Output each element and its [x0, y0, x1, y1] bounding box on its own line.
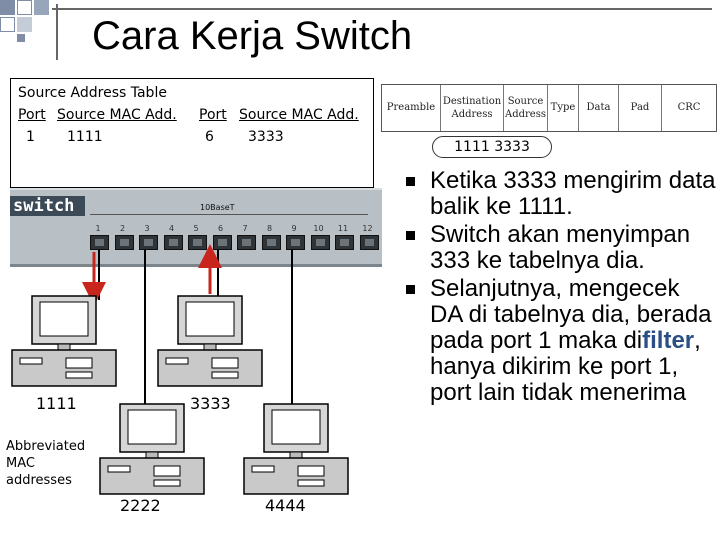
computer-label-2222: 2222	[120, 496, 161, 515]
corner-decoration	[0, 0, 80, 44]
bullet-square-icon	[406, 231, 415, 240]
bullet-item: Ketika 3333 mengirim data balik ke 1111.	[398, 168, 716, 220]
computer-label-4444: 4444	[265, 496, 306, 515]
port-number: 3	[144, 224, 150, 233]
abbreviation-note: Abbreviated MAC addresses	[6, 438, 85, 489]
frame-field: Destination Address	[441, 85, 504, 131]
port-number: 8	[266, 224, 273, 233]
switch-model: 10BaseT	[200, 203, 235, 212]
ethernet-port	[335, 235, 354, 250]
abbreviation-line: addresses	[6, 473, 72, 488]
computer-label-3333: 3333	[190, 394, 231, 413]
port-number: 12	[362, 224, 373, 233]
title-rule	[56, 4, 58, 60]
title-rule	[52, 8, 712, 10]
frame-field: Pad	[619, 85, 662, 131]
table-caption: Source Address Table	[18, 85, 167, 101]
ethernet-port	[359, 235, 379, 250]
ethernet-frame: Preamble Destination Address Source Addr…	[381, 84, 717, 132]
bullet-list: Ketika 3333 mengirim data balik ke 1111.…	[398, 168, 716, 408]
bullet-text: Selanjutnya, mengecek DA di tabelnya dia…	[430, 275, 712, 354]
ethernet-port	[310, 235, 330, 250]
bullet-square-icon	[406, 285, 415, 294]
ethernet-port	[261, 235, 281, 250]
computer-2222	[99, 403, 205, 495]
col-header-port: Port	[18, 107, 46, 123]
frame-field: Preamble	[382, 85, 441, 131]
port-number: 11	[337, 224, 349, 233]
ethernet-port	[163, 235, 183, 250]
table-cell-port: 1	[26, 129, 35, 145]
bullet-text: , hanya dikirim ke port 1, port lain tid…	[430, 327, 701, 406]
computer-label-1111: 1111	[36, 394, 77, 413]
ethernet-port	[90, 235, 109, 250]
frame-field: CRC	[677, 102, 701, 114]
computer-1111	[11, 295, 117, 387]
table-cell-port: 6	[205, 129, 214, 145]
abbreviation-line: MAC	[6, 456, 35, 471]
switch-model-rule	[90, 214, 368, 215]
col-header-mac: Source MAC Add.	[57, 107, 177, 123]
ethernet-port	[139, 235, 158, 250]
abbreviation-line: Abbreviated	[6, 439, 86, 454]
port-number: 6	[217, 224, 224, 233]
table-cell-mac: 3333	[248, 129, 284, 145]
port-number: 1	[95, 224, 101, 233]
col-header-mac: Source MAC Add.	[239, 107, 359, 123]
bullet-item: Selanjutnya, mengecek DA di tabelnya dia…	[398, 276, 716, 406]
frame-field: Type	[548, 85, 579, 131]
port-number: 7	[242, 224, 248, 233]
ethernet-port	[237, 235, 256, 250]
col-header-port: Port	[199, 107, 227, 123]
port-number: 5	[193, 224, 199, 233]
port-number: 10	[313, 224, 324, 233]
port-number: 4	[168, 224, 175, 233]
page-title: Cara Kerja Switch	[92, 14, 413, 58]
bullet-text: Ketika 3333 mengirim data balik ke 1111.	[430, 167, 716, 220]
port-number: 9	[291, 224, 297, 233]
switch-label: switch	[10, 196, 85, 216]
port-number: 2	[119, 224, 126, 233]
table-cell-mac: 1111	[67, 129, 103, 145]
frame-field: Data	[579, 85, 619, 131]
bullet-text: Switch akan menyimpan 333 ke tabelnya di…	[430, 221, 691, 274]
ethernet-port	[114, 235, 134, 250]
frame-field: Source Address	[504, 85, 548, 131]
source-address-table: Source Address Table Port Source MAC Add…	[10, 78, 374, 188]
computer-4444	[243, 403, 349, 495]
frame-address-label: 1111 3333	[432, 136, 552, 158]
bullet-square-icon	[406, 177, 415, 186]
computer-3333	[157, 295, 263, 387]
bullet-item: Switch akan menyimpan 333 ke tabelnya di…	[398, 222, 716, 274]
ethernet-port	[286, 235, 305, 250]
bullet-highlight: filter	[642, 327, 695, 354]
